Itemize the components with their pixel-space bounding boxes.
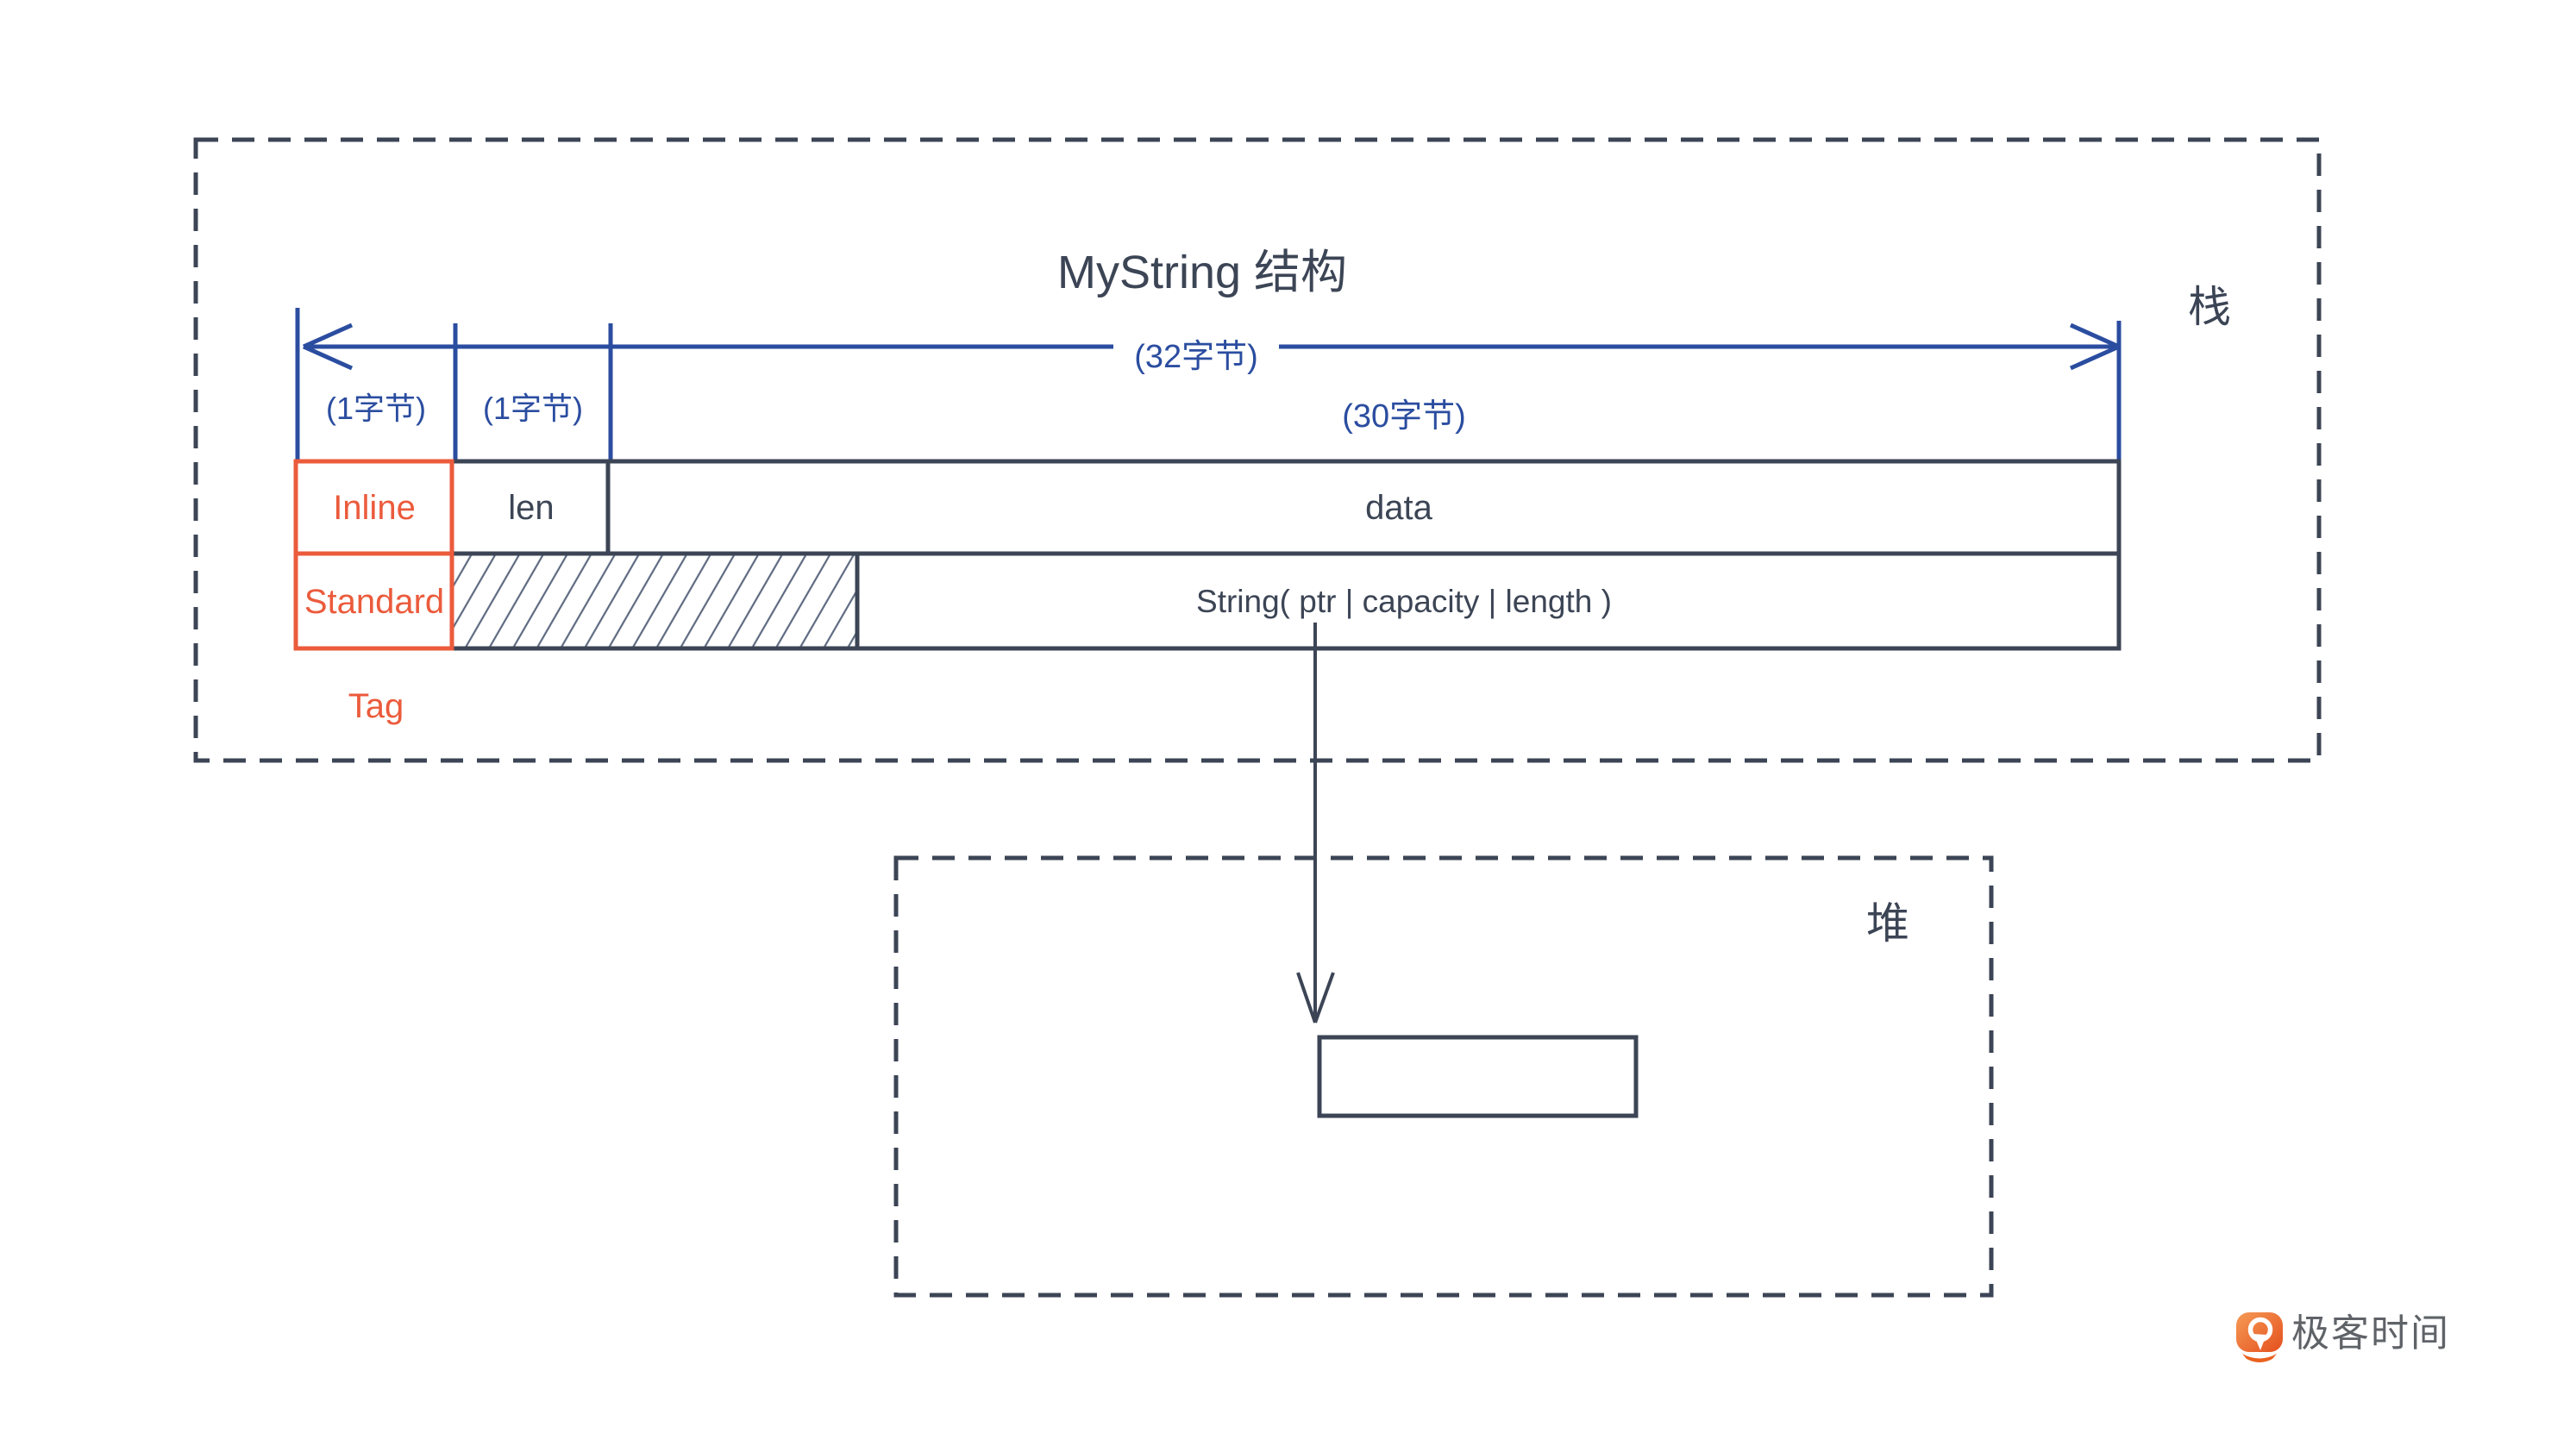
tag-byte-size-label: (1字节): [326, 391, 426, 426]
heap-allocated-block: [1317, 1035, 1639, 1118]
len-label: len: [508, 489, 554, 527]
inline-tag-cell: [293, 459, 454, 556]
total-width-arrow: [302, 322, 2121, 371]
standard-tag-label: Standard: [304, 583, 444, 621]
byte-measurement-ticks: [295, 308, 2122, 472]
standard-padding-hatched-cell: [449, 551, 860, 651]
tag-caption: Tag: [348, 687, 404, 725]
total-width-arrow-label: (32字节): [1134, 339, 1258, 375]
heap-region-label: 堆: [1866, 899, 1909, 948]
diagram-title: MyString 结构: [1057, 247, 1347, 298]
heap-region-box: [893, 855, 1994, 1298]
geektime-pin-icon: [2236, 1312, 2283, 1362]
ptr-to-heap-arrow: [1296, 623, 1335, 1023]
data-cell: [605, 459, 2122, 556]
brand-name: 极客时间: [2291, 1312, 2450, 1355]
standard-tag-cell: [293, 551, 454, 651]
data-bytes-size-label: (30字节): [1342, 398, 1466, 435]
len-byte-size-label: (1字节): [483, 391, 583, 426]
inline-tag-label: Inline: [333, 489, 416, 527]
standard-string-cell: [855, 551, 2122, 651]
stack-region-box: [193, 137, 2322, 763]
standard-payload-label: String( ptr | capacity | length ): [1196, 584, 1612, 619]
stack-region-label: 栈: [2188, 283, 2231, 331]
data-label: data: [1365, 489, 1433, 527]
